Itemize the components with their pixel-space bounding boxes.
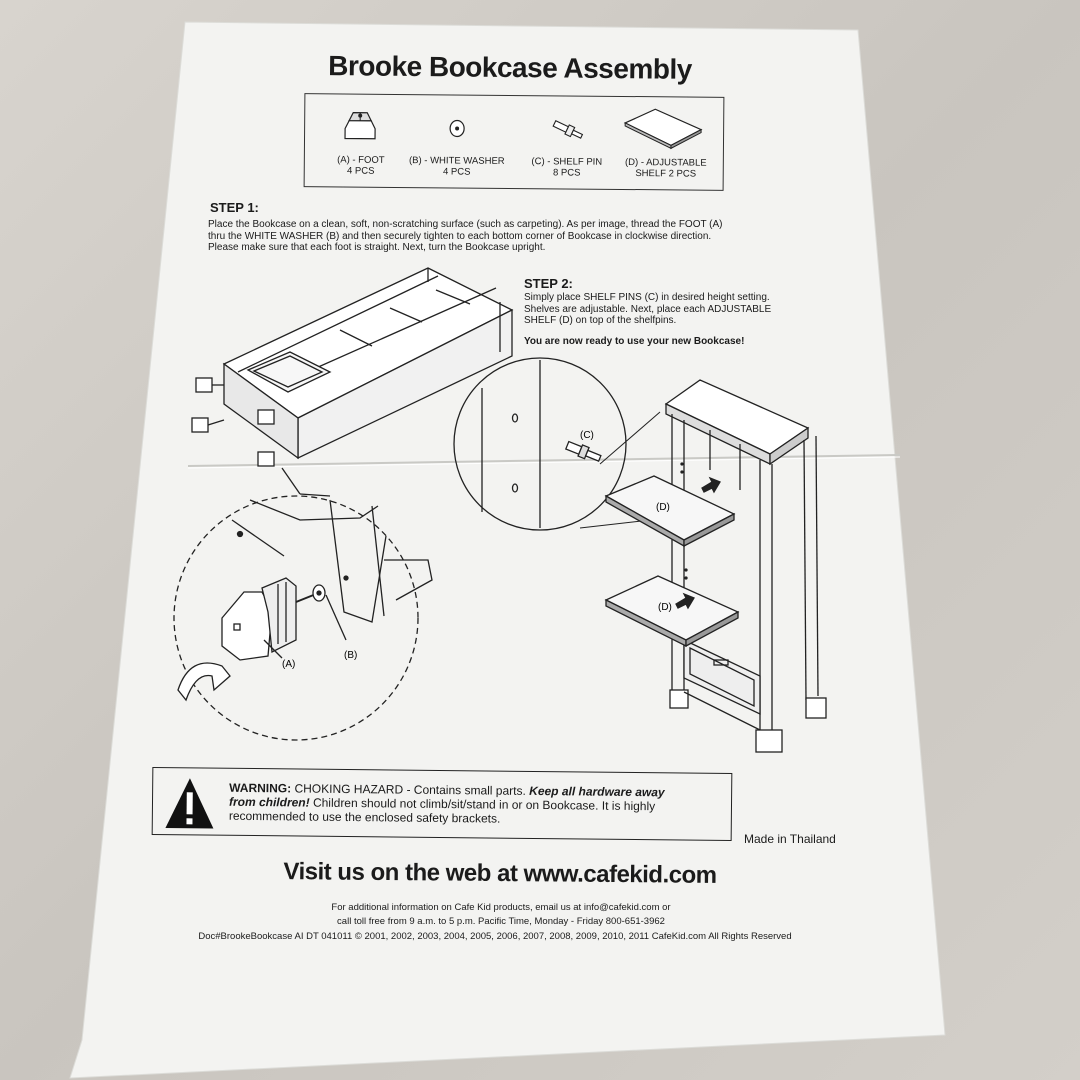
step1-line: Please make sure that each foot is strai… xyxy=(208,242,546,253)
step1-line: thru the WHITE WASHER (B) and then secur… xyxy=(208,230,712,242)
washer-icon xyxy=(449,119,465,138)
step2-heading: STEP 2: xyxy=(524,276,573,291)
bookcase-lying-illustration xyxy=(191,267,514,467)
warning-box: WARNING: CHOKING HAZARD - Contains small… xyxy=(151,766,733,842)
warning-emphasis-2: from children! xyxy=(228,794,310,810)
website-banner: Visit us on the web at www.cafekid.com xyxy=(283,858,717,889)
foot-icon xyxy=(344,111,376,140)
shelf-pin-icon xyxy=(552,119,584,139)
label-d-lower: (D) xyxy=(658,602,672,613)
made-in-label: Made in Thailand xyxy=(744,832,836,846)
step1-heading: STEP 1: xyxy=(210,200,259,215)
parts-list: (A) - FOOT 4 PCS (B) - WHITE WASHER 4 PC… xyxy=(303,93,725,191)
step2-text: Simply place SHELF PINS (C) in desired h… xyxy=(524,292,824,327)
foot-detail-illustration xyxy=(173,467,433,741)
step2-line: SHELF (D) on top of the shelfpins. xyxy=(524,315,677,326)
part-foot: (A) - FOOT 4 PCS xyxy=(309,94,414,187)
part-adjustable-shelf: (D) - ADJUSTABLE SHELF 2 PCS xyxy=(611,97,722,190)
warning-emphasis-1: Keep all hardware away xyxy=(529,783,665,800)
label-a: (A) xyxy=(282,659,295,670)
label-c: (C) xyxy=(580,430,594,441)
part-shelf-pin: (C) - SHELF PIN 8 PCS xyxy=(515,96,620,189)
step1-text: Place the Bookcase on a clean, soft, non… xyxy=(208,219,798,254)
warning-lead: WARNING: xyxy=(229,780,292,796)
label-d-upper: (D) xyxy=(656,502,670,513)
shelf-board-icon xyxy=(623,108,703,150)
bookcase-upright-illustration xyxy=(604,379,827,753)
warning-text: WARNING: CHOKING HAZARD - Contains small… xyxy=(229,781,725,828)
ready-message: You are now ready to use your new Bookca… xyxy=(524,336,745,347)
footer-line-1: For additional information on Cafe Kid p… xyxy=(331,902,671,913)
warning-rest-2: recommended to use the enclosed safety b… xyxy=(228,808,501,826)
shelf-pin-detail-illustration xyxy=(453,357,661,531)
part-washer: (B) - WHITE WASHER 4 PCS xyxy=(405,95,510,188)
footer-line-2: call toll free from 9 a.m. to 5 p.m. Pac… xyxy=(337,916,665,927)
footer-copyright: Doc#BrookeBookcase AI DT 041011 © 2001, … xyxy=(198,931,792,942)
warning-triangle-icon xyxy=(165,778,214,829)
step2-line: Shelves are adjustable. Next, place each… xyxy=(524,303,772,315)
step1-line: Place the Bookcase on a clean, soft, non… xyxy=(208,219,723,230)
label-b: (B) xyxy=(344,650,357,661)
step2-line: Simply place SHELF PINS (C) in desired h… xyxy=(524,292,770,303)
